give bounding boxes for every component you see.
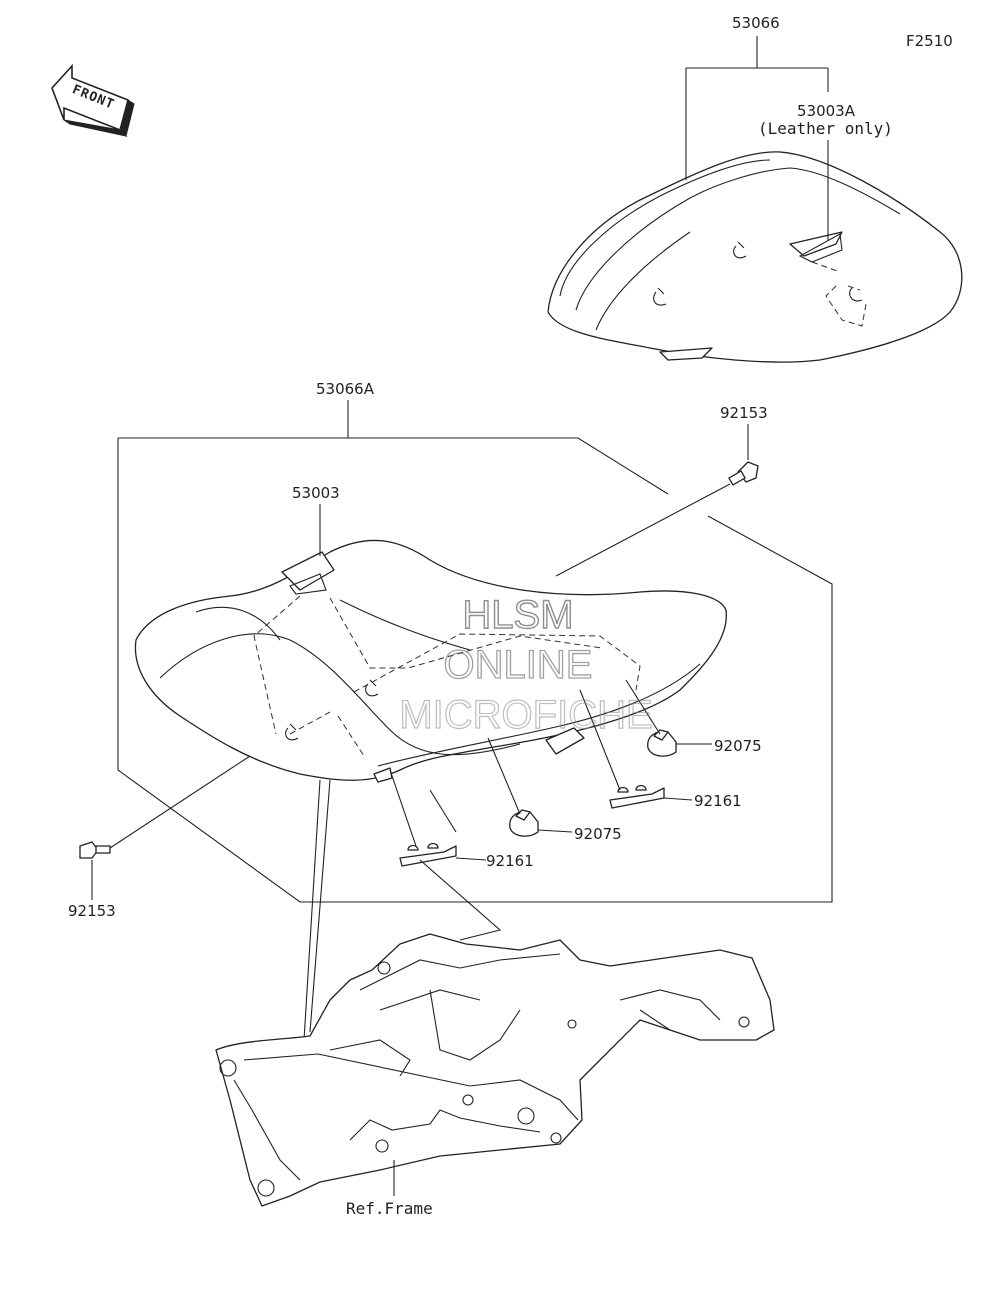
label-92075-center: 92075: [574, 825, 622, 843]
label-92161-right: 92161: [694, 792, 742, 810]
watermark: HLSM ONLINE MICROFICHE: [399, 592, 654, 737]
label-53066A: 53066A: [316, 380, 375, 398]
damper-right-icon: [647, 729, 677, 757]
main-seat: [134, 539, 727, 783]
label-53003: 53003: [292, 484, 340, 502]
clip-right-icon: [609, 784, 665, 809]
bolt-left-icon: [79, 841, 111, 859]
watermark-line-3: MICROFICHE: [399, 693, 652, 737]
label-53066: 53066: [732, 14, 780, 32]
label-92161-center: 92161: [486, 852, 534, 870]
bolt-right-icon: [728, 461, 759, 486]
label-53003A: 53003A: [797, 102, 856, 120]
label-53003A-note: (Leather only): [758, 119, 893, 138]
frame-reference: [215, 933, 775, 1207]
rear-seat: [547, 151, 963, 363]
label-92153-left: 92153: [68, 902, 116, 920]
label-92153-right: 92153: [720, 404, 768, 422]
damper-center-icon: [509, 809, 539, 837]
watermark-line-1: HLSM: [462, 593, 573, 637]
front-arrow-icon: FRONT: [51, 63, 135, 137]
label-ref-frame: Ref.Frame: [346, 1199, 433, 1218]
label-92075-right: 92075: [714, 737, 762, 755]
clip-center-icon: [399, 842, 457, 867]
figure-code: F2510: [906, 32, 953, 50]
watermark-line-2: ONLINE: [444, 643, 593, 687]
